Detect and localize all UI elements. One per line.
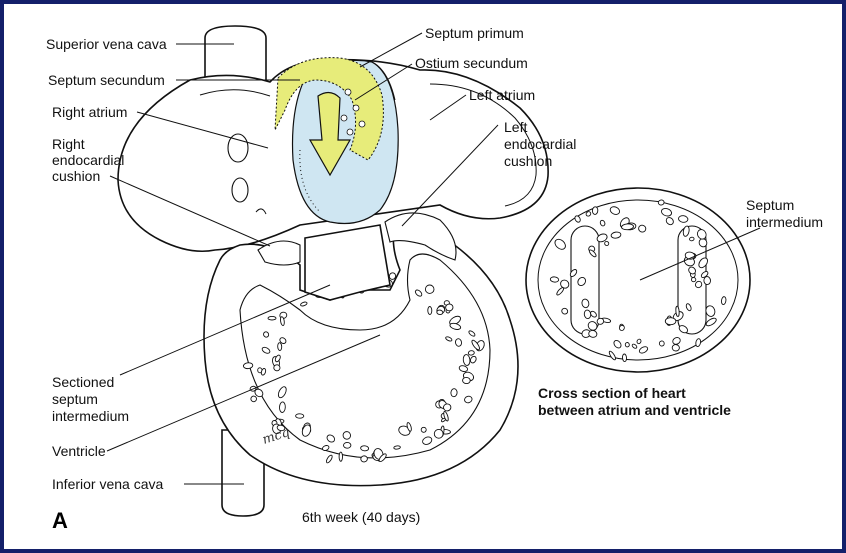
trabecula: [425, 285, 434, 294]
coronary-sinus-opening: [232, 178, 248, 202]
trabecula: [621, 223, 633, 230]
trabecula: [428, 306, 432, 314]
trabecula: [468, 350, 475, 355]
label-sectioned-septum-intermedium-2: septum: [52, 391, 98, 407]
ostium-hole: [353, 105, 359, 111]
label-ostium-secundum: Ostium secundum: [415, 55, 528, 71]
trabecula: [273, 364, 280, 371]
label-sectioned-septum-intermedium-1: Sectioned: [52, 374, 114, 390]
trabecula: [360, 445, 368, 451]
trabecula: [659, 341, 665, 347]
trabecula: [445, 304, 453, 312]
ostium-hole: [347, 129, 353, 135]
caption-line-1: Cross section of heart: [538, 385, 686, 401]
label-sectioned-septum-intermedium-3: intermedium: [52, 408, 129, 424]
label-right-endocardial-cushion-3: cushion: [52, 168, 100, 184]
cross-section-outline: [526, 188, 750, 372]
label-septum-primum: Septum primum: [425, 25, 524, 41]
label-septum-intermedium-1: Septum: [746, 197, 794, 213]
trabecula: [436, 310, 443, 315]
trabecula: [704, 276, 711, 284]
label-inferior-vena-cava: Inferior vena cava: [52, 476, 163, 492]
label-left-atrium: Left atrium: [469, 87, 535, 103]
trabecula: [394, 446, 401, 450]
label-left-endocardial-cushion-3: cushion: [504, 153, 552, 169]
stage-label: 6th week (40 days): [302, 509, 420, 525]
panel-letter: A: [52, 508, 68, 533]
trabecula: [277, 343, 281, 351]
trabecula: [672, 344, 680, 351]
trabecula: [638, 225, 646, 233]
trabecula: [592, 207, 598, 215]
trabecula: [339, 452, 342, 461]
trabecula: [296, 414, 304, 419]
trabecula: [343, 442, 351, 448]
trabecula: [451, 388, 458, 397]
label-right-atrium: Right atrium: [52, 104, 127, 120]
trabecula: [250, 396, 256, 402]
trabecula: [622, 354, 627, 362]
label-left-endocardial-cushion-1: Left: [504, 119, 527, 135]
trabecula: [658, 199, 665, 205]
right-endocardial-cushion: [258, 241, 300, 265]
trabecula: [550, 276, 559, 282]
label-right-endocardial-cushion-1: Right: [52, 136, 85, 152]
leader-septum-primum: [360, 33, 422, 67]
trabecula: [625, 342, 630, 347]
ostium-hole: [341, 115, 347, 121]
ostium-hole: [345, 89, 351, 95]
label-right-endocardial-cushion-2: endocardial: [52, 152, 124, 168]
trabecula: [243, 362, 253, 369]
caption-line-2: between atrium and ventricle: [538, 402, 731, 418]
sectioned-septum-intermedium: [305, 225, 390, 300]
ostium-hole: [359, 121, 365, 127]
trabecula: [443, 403, 451, 411]
label-ventricle: Ventricle: [52, 443, 106, 459]
label-septum-secundum: Septum secundum: [48, 72, 165, 88]
trabecula: [279, 402, 285, 413]
trabecula: [268, 316, 276, 320]
figure-panel: Superior vena cava Septum secundum Right…: [4, 4, 842, 549]
label-left-endocardial-cushion-2: endocardial: [504, 136, 576, 152]
trabecula: [462, 377, 470, 384]
label-septum-intermedium-2: intermedium: [746, 214, 823, 230]
label-superior-vena-cava: Superior vena cava: [46, 36, 167, 52]
trabecula: [665, 318, 676, 325]
trabecula: [360, 455, 368, 462]
trabecula: [689, 237, 694, 242]
heart-diagram: Superior vena cava Septum secundum Right…: [4, 4, 842, 549]
